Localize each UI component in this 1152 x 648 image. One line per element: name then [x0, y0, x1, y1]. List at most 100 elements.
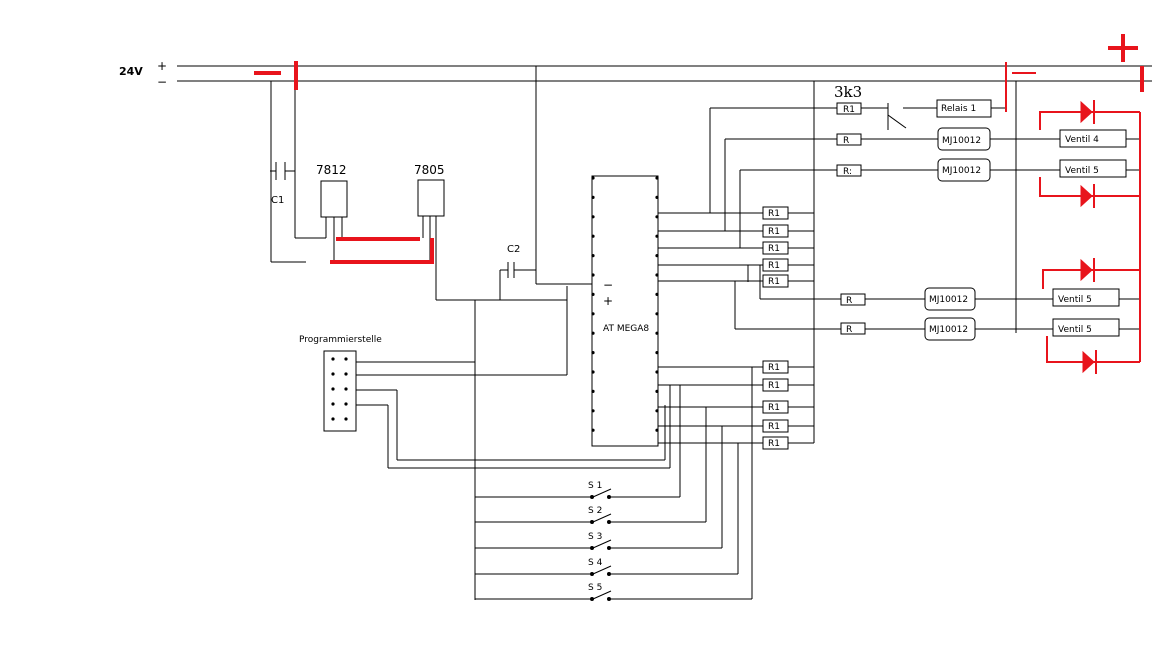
c1-label: C1	[271, 195, 284, 206]
driver-mj-4-label: MJ10012	[929, 325, 968, 335]
switch-contact	[607, 572, 611, 576]
valve-4-label: Ventil 4	[1065, 135, 1099, 145]
mcu-pin-left	[591, 215, 595, 219]
resistor-valve5a-label: R:	[843, 167, 852, 177]
mcu-pin-left	[591, 273, 595, 277]
switch-lever	[592, 565, 612, 575]
mcu-pin-left	[591, 428, 595, 432]
switch-label: S 1	[588, 481, 602, 491]
switch-contact	[607, 520, 611, 524]
resistor-valve5c-label: R	[846, 325, 852, 335]
c2-label: C2	[507, 244, 520, 255]
programming-header-label: Programmierstelle	[299, 335, 382, 345]
mcu-pin-right	[655, 351, 659, 355]
mcu-minus-pin: −	[603, 278, 613, 292]
supply-voltage-label: 24V	[119, 65, 143, 78]
switch-label: S 5	[588, 583, 602, 593]
mcu-pin-left	[591, 176, 595, 180]
switch-contact	[607, 546, 611, 550]
mcu-pin-right	[655, 370, 659, 374]
mcu-pin-left	[591, 312, 595, 316]
valve-5c-label: Ventil 5	[1058, 325, 1092, 335]
diode-1	[1080, 100, 1095, 124]
red-frame-valve5b	[1042, 269, 1140, 289]
mcu-body	[591, 175, 659, 447]
resistor-relay-label: R1	[843, 105, 855, 115]
mcu-pin-left	[591, 234, 595, 238]
mcu-atmega8: − + AT MEGA8	[591, 175, 659, 447]
switch-contact	[590, 597, 594, 601]
mcu-label: AT MEGA8	[603, 324, 649, 334]
header-pin	[331, 387, 335, 391]
lower-stack-resistor-label: R1	[768, 381, 780, 391]
switch-lever	[592, 539, 612, 549]
header-pin	[344, 402, 348, 406]
resistor-valve5b-label: R_	[846, 296, 857, 306]
header-pin	[344, 387, 348, 391]
mcu-pin-right	[655, 254, 659, 258]
header-pin	[331, 357, 335, 361]
programming-header: Programmierstelle	[299, 286, 671, 469]
resistor-valve5c	[840, 322, 866, 335]
mcu-pin-right	[655, 176, 659, 180]
mcu-plus-pin: +	[603, 294, 613, 308]
driver-mj-3-label: MJ10012	[929, 295, 968, 305]
mcu-pin-right	[655, 215, 659, 219]
mcu-pin-left	[591, 389, 595, 393]
switch-contact	[590, 546, 594, 550]
regulator-section: C1 7812 7805	[270, 81, 567, 301]
supply-rails: 24V + −	[119, 59, 1152, 89]
lower-stack-resistor-label: R1	[768, 439, 780, 449]
mcu-pin-right	[655, 273, 659, 277]
regulator-7805	[417, 179, 445, 217]
mcu-pin-dots	[591, 176, 659, 432]
switch-label: S 2	[588, 506, 602, 516]
valve-5b	[1052, 288, 1120, 307]
switch-contact	[590, 572, 594, 576]
output-section: 3k3 R1 Relais 1 R_ MJ10012 Ventil 4 R: M…	[709, 66, 1140, 341]
mcu-pin-left	[591, 409, 595, 413]
switch-contact	[590, 520, 594, 524]
switch-contact	[607, 597, 611, 601]
c2-section: C2	[474, 66, 592, 600]
switch-lever	[592, 488, 612, 498]
header-pin	[344, 417, 348, 421]
header-pin	[331, 372, 335, 376]
lower-stack-resistor-label: R1	[768, 403, 780, 413]
regulator-7812-label: 7812	[316, 163, 347, 177]
upper-stack-resistor-label: R1	[768, 277, 780, 287]
diode-4	[1082, 350, 1097, 374]
mcu-pin-right	[655, 292, 659, 296]
header-pin	[344, 372, 348, 376]
mcu-pin-right	[655, 389, 659, 393]
red-frame-valve5a	[1039, 177, 1140, 197]
upper-stack-resistor-label: R1	[768, 227, 780, 237]
mcu-pin-left	[591, 195, 595, 199]
valve-5b-label: Ventil 5	[1058, 295, 1092, 305]
upper-stack-resistor-label: R1	[768, 261, 780, 271]
switch-contact	[607, 495, 611, 499]
red-frame-valve5c	[1046, 336, 1140, 363]
regulator-7805-label: 7805	[414, 163, 445, 177]
switch-bank: S 1S 2S 3S 4S 5	[475, 367, 753, 601]
rail-plus-sign: +	[157, 59, 167, 73]
note-3k3: 3k3	[834, 83, 862, 101]
switch-label: S 4	[588, 558, 603, 568]
header-pin	[344, 357, 348, 361]
header-pin	[331, 417, 335, 421]
switch-lever	[592, 513, 612, 523]
mcu-pin-right	[655, 234, 659, 238]
mcu-pin-right	[655, 331, 659, 335]
header-pin-dots	[331, 357, 348, 421]
mcu-pin-left	[591, 331, 595, 335]
diode-2	[1080, 184, 1095, 208]
diode-3	[1080, 258, 1095, 282]
lower-stack-resistor-label: R1	[768, 422, 780, 432]
upper-stack-resistor-label: R1	[768, 244, 780, 254]
mcu-pin-left	[591, 254, 595, 258]
valve-5a-label: Ventil 5	[1065, 166, 1099, 176]
driver-mj-2-label: MJ10012	[942, 166, 981, 176]
